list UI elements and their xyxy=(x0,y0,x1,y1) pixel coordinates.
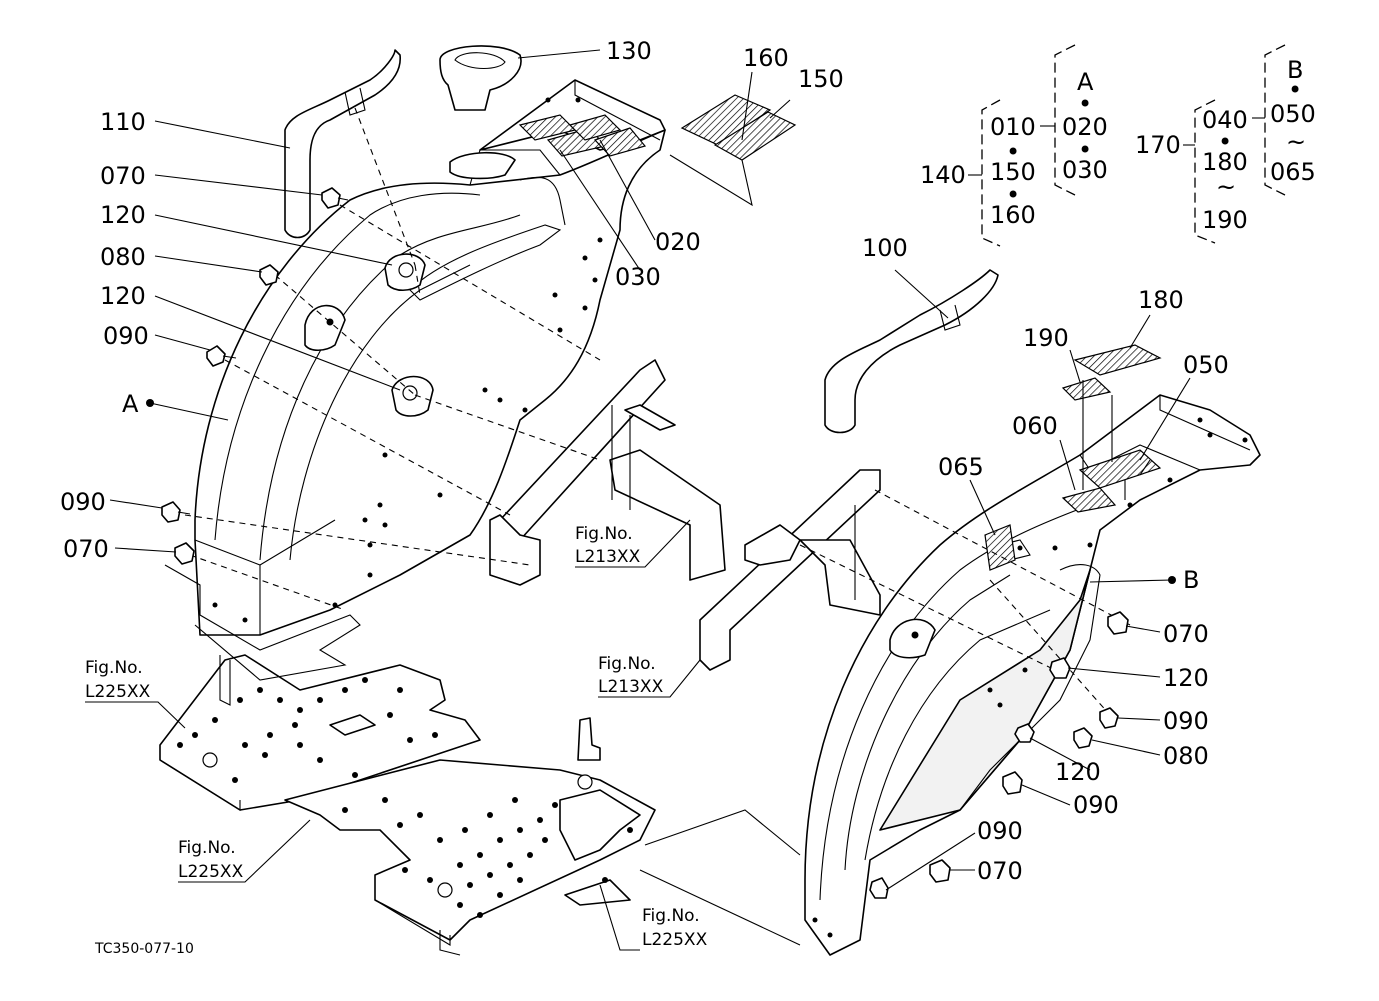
right-connector-lines xyxy=(639,809,801,946)
fender-floor-outline xyxy=(164,564,361,681)
drawing-code: TC350-077-10 xyxy=(94,941,194,957)
callout-130: 130 xyxy=(606,37,652,65)
figure-references: Fig.No. L213XX Fig.No. L213XX Fig.No. L2… xyxy=(85,524,708,950)
callout-090: 090 xyxy=(977,817,1023,845)
label-separator: • xyxy=(1288,76,1302,104)
fig-ref-label: Fig.No. xyxy=(178,838,236,858)
group-170: 170 040 • 180 ~ 190 B • 050 ~ 065 xyxy=(1135,44,1316,244)
fig-ref-label: Fig.No. xyxy=(85,658,143,678)
group-140-set-label: A xyxy=(1077,68,1094,96)
left-fender-holes xyxy=(212,97,603,623)
callout-b: B xyxy=(1183,566,1199,594)
group-140-item: 010 xyxy=(990,113,1036,141)
callout-090: 090 xyxy=(103,322,149,350)
label-separator: • xyxy=(1078,136,1092,164)
label-separator: ~ xyxy=(1216,173,1236,201)
fig-ref-label: Fig.No. xyxy=(598,654,656,674)
left-assembly-lines xyxy=(184,107,601,611)
callout-080: 080 xyxy=(1163,742,1209,770)
callout-100: 100 xyxy=(862,234,908,262)
group-140-label: 140 xyxy=(920,161,966,189)
decal-150 xyxy=(713,111,797,161)
callout-110: 110 xyxy=(100,108,146,136)
decal-180 xyxy=(1073,344,1162,376)
leader-lines xyxy=(85,49,1191,951)
floor-plate-right xyxy=(284,717,656,956)
callout-020: 020 xyxy=(655,228,701,256)
callout-070: 070 xyxy=(977,857,1023,885)
callout-120: 120 xyxy=(100,282,146,310)
callout-090: 090 xyxy=(1073,791,1119,819)
callout-150: 150 xyxy=(798,65,844,93)
callout-065: 065 xyxy=(938,453,984,481)
callout-090: 090 xyxy=(1163,707,1209,735)
label-separator: ~ xyxy=(1286,128,1306,156)
right-support-plate xyxy=(699,469,881,671)
left-support-plate xyxy=(489,359,726,586)
callout-080: 080 xyxy=(100,243,146,271)
ref-dot-a xyxy=(146,399,154,407)
label-separator: • xyxy=(1006,181,1020,209)
group-140-item: 150 xyxy=(990,158,1036,186)
group-140-set-item: 020 xyxy=(1062,113,1108,141)
fig-ref-floor-mid: L225XX xyxy=(178,862,244,882)
callout-180: 180 xyxy=(1138,286,1184,314)
callout-120: 120 xyxy=(100,201,146,229)
fig-ref-label: Fig.No. xyxy=(642,906,700,926)
group-170-item: 180 xyxy=(1202,148,1248,176)
callout-labels: 110 070 120 080 120 090 A 090 070 130 16… xyxy=(60,37,1229,885)
decal-160 xyxy=(680,94,772,146)
label-separator: • xyxy=(1218,128,1232,156)
group-140-set-item: 030 xyxy=(1062,156,1108,184)
grip-100 xyxy=(824,269,999,434)
callout-120: 120 xyxy=(1055,758,1101,786)
callout-070: 070 xyxy=(100,162,146,190)
floor-plate-left xyxy=(159,654,481,811)
group-170-set-item: 050 xyxy=(1270,100,1316,128)
callout-190: 190 xyxy=(1023,324,1069,352)
decal-190 xyxy=(1061,377,1112,401)
callout-030: 030 xyxy=(615,263,661,291)
group-170-label: 170 xyxy=(1135,131,1181,159)
right-assembly-lines xyxy=(799,489,1131,716)
fig-ref-floor-left: L225XX xyxy=(85,682,151,702)
callout-060: 060 xyxy=(1012,412,1058,440)
label-separator: • xyxy=(1006,138,1020,166)
cup-130 xyxy=(439,45,522,111)
group-140: 140 010 • 150 • 160 A • 020 • 030 xyxy=(920,44,1108,247)
group-170-set-item: 065 xyxy=(1270,158,1316,186)
callout-090: 090 xyxy=(60,488,106,516)
right-bolts xyxy=(869,611,1129,899)
fig-ref-label: Fig.No. xyxy=(575,524,633,544)
group-170-set-label: B xyxy=(1287,56,1303,84)
fig-ref-floor-right: L225XX xyxy=(642,930,708,950)
callout-a: A xyxy=(122,390,139,418)
right-decal-leads xyxy=(1082,380,1126,500)
group-140-item: 160 xyxy=(990,201,1036,229)
callout-050: 050 xyxy=(1183,351,1229,379)
callout-120: 120 xyxy=(1163,664,1209,692)
fig-ref-left-plate: L213XX xyxy=(575,547,641,567)
group-170-item: 190 xyxy=(1202,206,1248,234)
callout-160: 160 xyxy=(743,44,789,72)
ref-dot-b xyxy=(1168,576,1176,584)
fig-ref-right-plate: L213XX xyxy=(598,677,664,697)
grip-110 xyxy=(284,49,401,239)
group-170-item: 040 xyxy=(1202,106,1248,134)
left-bolts xyxy=(161,187,349,565)
left-fender xyxy=(194,79,666,636)
callout-070: 070 xyxy=(63,535,109,563)
callout-070: 070 xyxy=(1163,620,1209,648)
label-separator: • xyxy=(1078,90,1092,118)
